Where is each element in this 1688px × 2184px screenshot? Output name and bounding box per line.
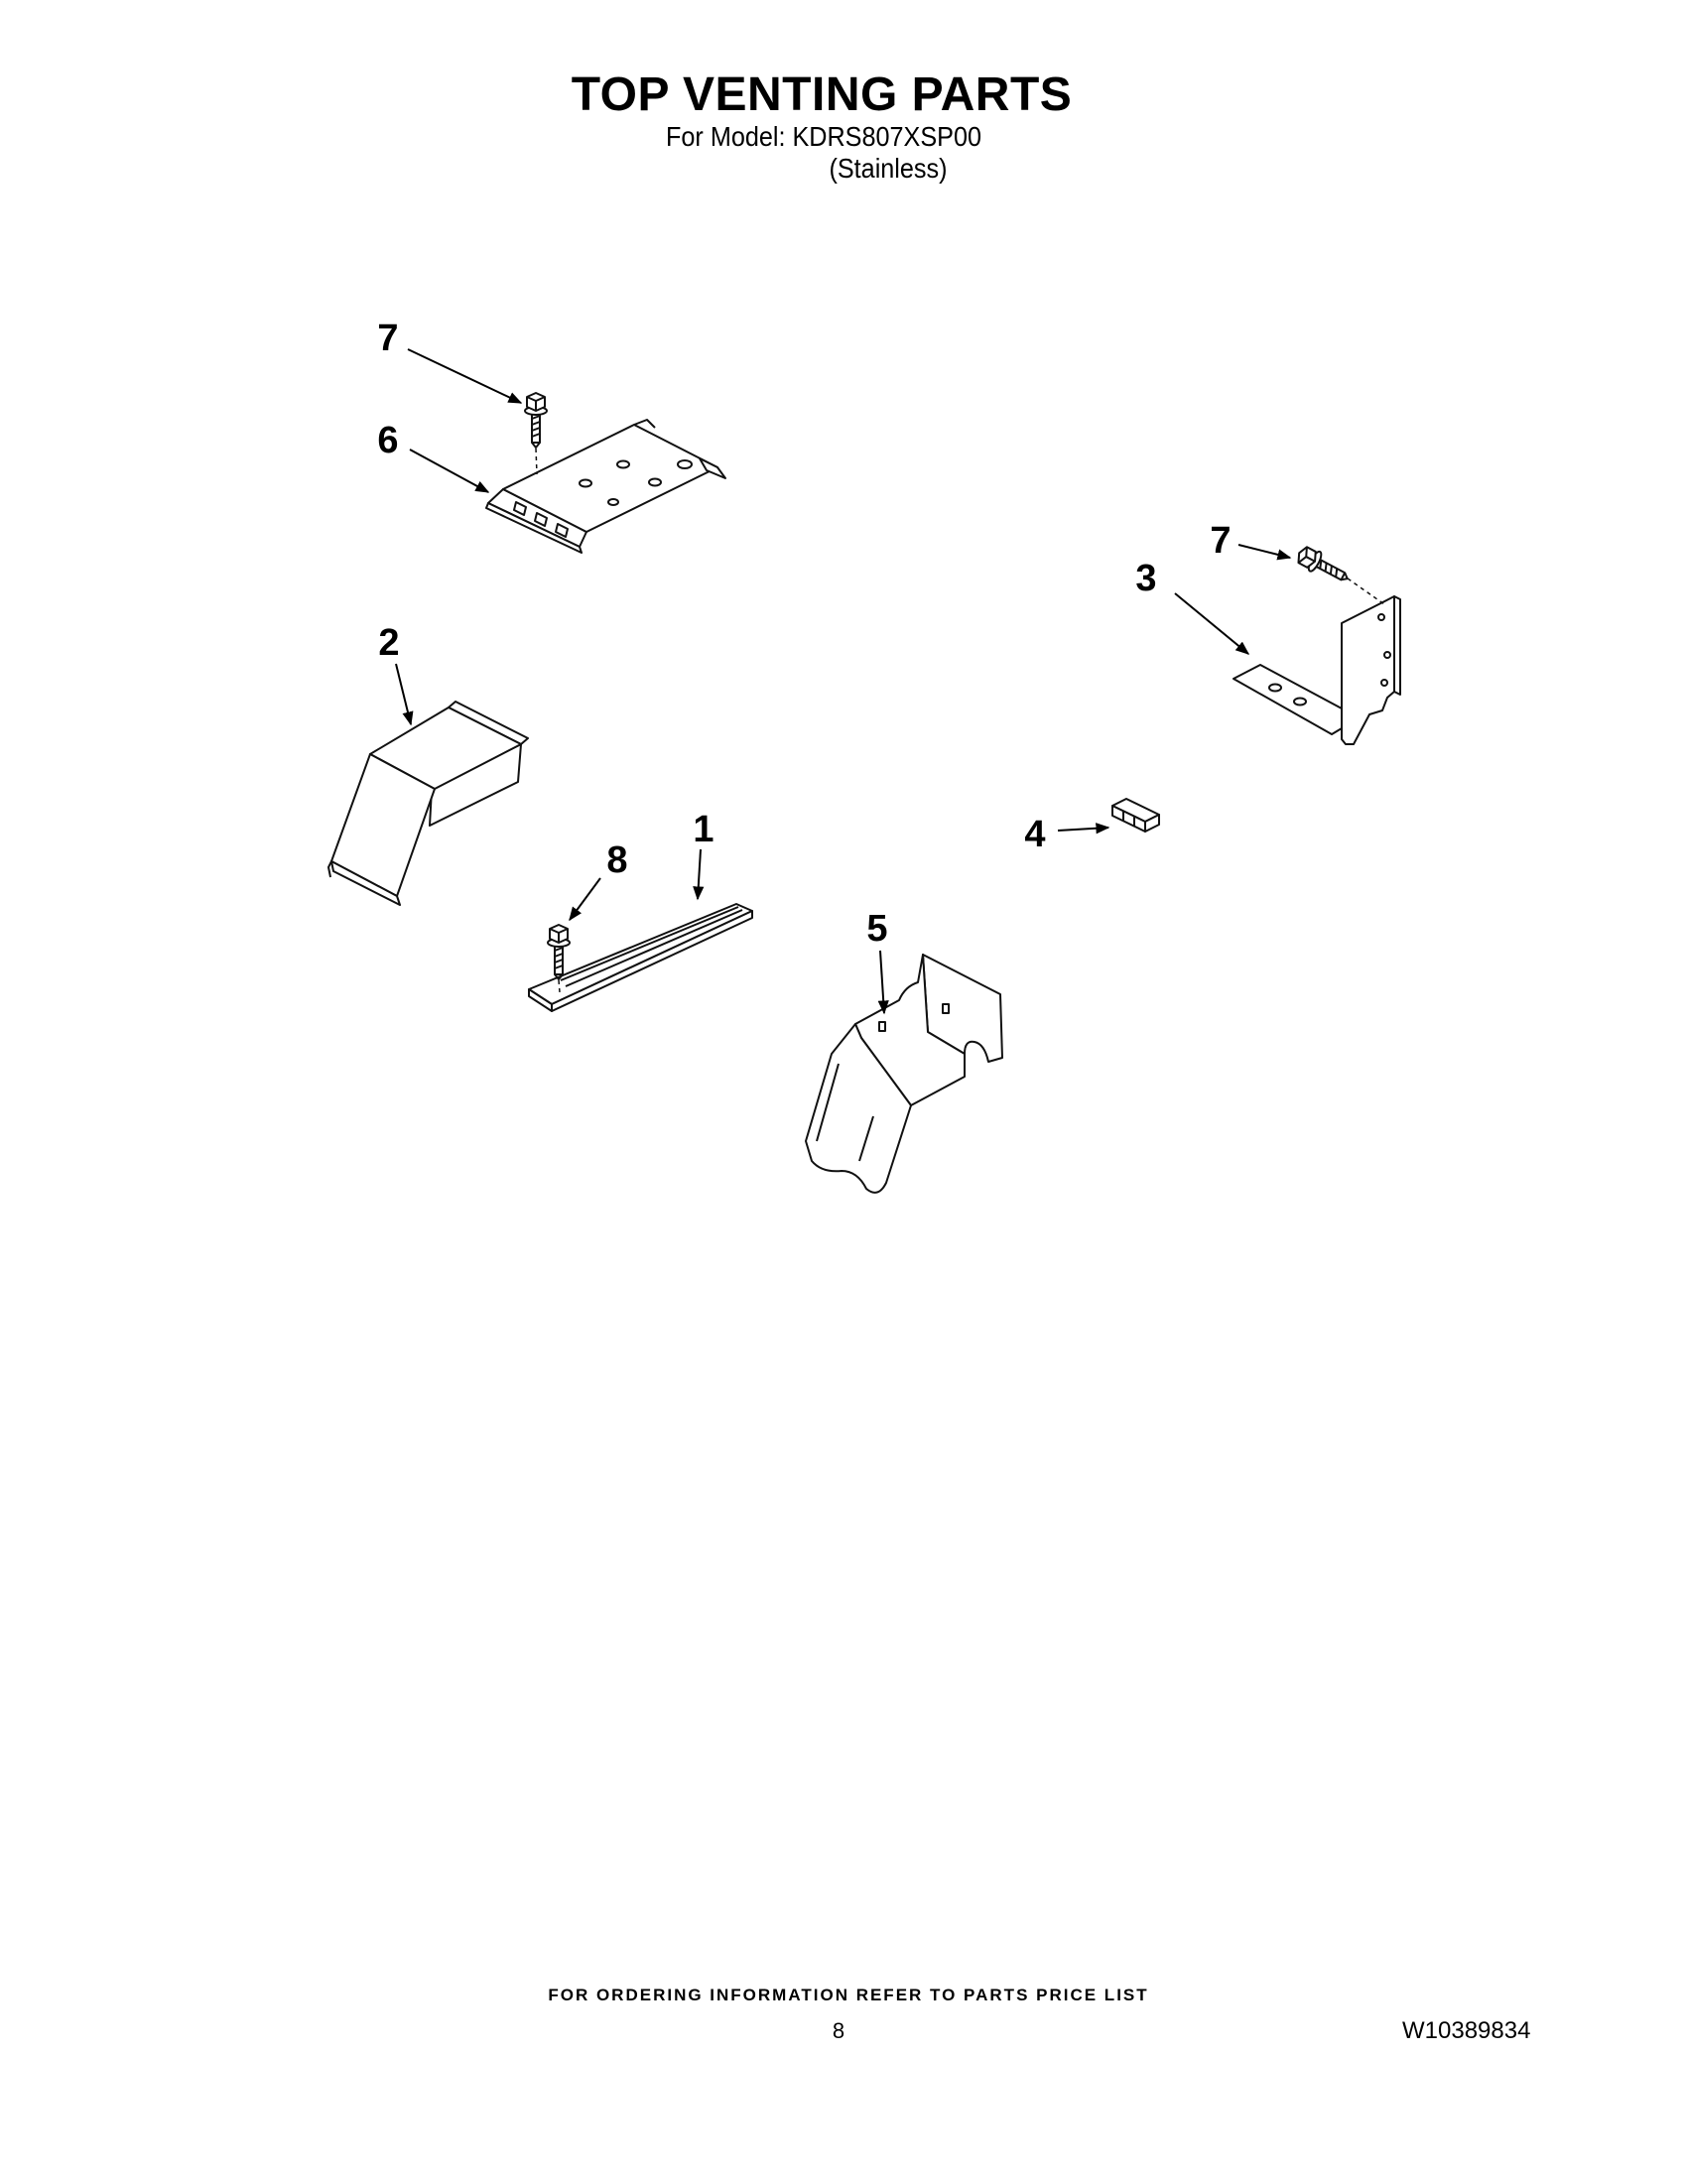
callout-number: 1 [693,809,714,850]
callout-number: 6 [377,420,398,461]
leader-arrow [693,848,705,901]
callout-number: 3 [1135,558,1156,599]
callout-number: 2 [378,622,399,664]
part-8-screw [547,924,571,993]
model-finish: (Stainless) [829,153,948,184]
screw-axis-line [1347,578,1385,605]
page-number: 8 [832,2018,845,2043]
part-3-bracket [1233,595,1401,745]
part-2-vent-cover [327,701,529,906]
part-5-channel [805,954,1003,1194]
part-4-block [1111,798,1160,833]
leader-arrow [1237,544,1292,561]
callout-number: 4 [1024,814,1045,855]
leader-arrow [1174,592,1250,655]
leader-arrow [407,348,523,404]
callout-number: 5 [866,908,887,950]
model-number: For Model: KDRS807XSP00 [666,121,981,152]
part-1-strip [528,903,753,1012]
leader-arrow [877,950,889,1015]
part-7-screw [1297,546,1349,581]
callout-number: 7 [377,318,398,359]
leader-arrow [569,877,601,922]
callout-number: 7 [1210,520,1231,562]
leader-arrow [409,449,490,493]
document-number: W10389834 [1402,2017,1531,2044]
leader-arrow [395,663,414,726]
page-title: TOP VENTING PARTS [571,68,1073,121]
leader-arrow [1057,823,1110,835]
part-6-plate [485,419,726,554]
part-7-screw [524,392,548,475]
callout-number: 8 [606,839,627,881]
ordering-note: FOR ORDERING INFORMATION REFER TO PARTS … [548,1986,1149,2004]
